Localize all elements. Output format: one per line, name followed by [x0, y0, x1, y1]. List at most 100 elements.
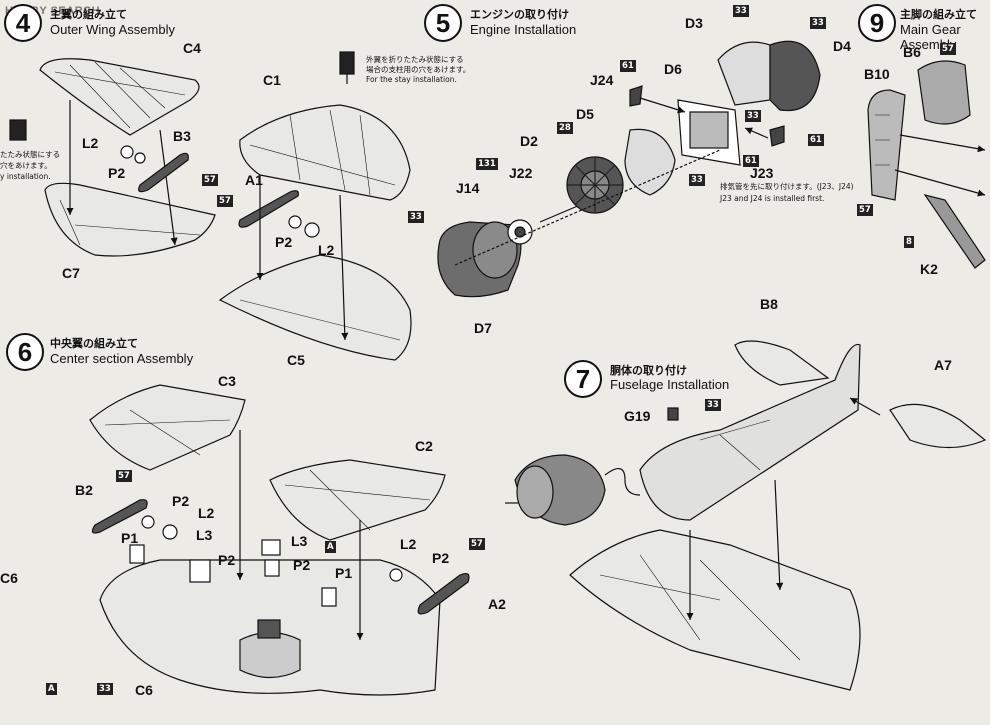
step-title-jp: 中央翼の組み立て	[50, 337, 138, 350]
part-label: C7	[62, 265, 80, 281]
paint-badge: 61	[808, 134, 824, 146]
part-label: D3	[685, 15, 703, 31]
paint-badge: 33	[745, 110, 761, 122]
paint-badge: 57	[202, 174, 218, 186]
step-title-en: Fuselage Installation	[610, 377, 730, 392]
part-label: P1	[121, 530, 139, 546]
cowling-d7	[437, 221, 522, 298]
step-number: 6	[6, 333, 44, 371]
stay-note-jp-2: 場合の支柱用の穴をあけます。	[366, 65, 471, 74]
step-title-en: Center section Assembly	[50, 351, 194, 366]
part-label: C6	[135, 682, 153, 698]
paint-badge: 57	[116, 470, 132, 482]
part-label: P2	[293, 557, 311, 573]
part-label: C5	[287, 352, 305, 368]
exhaust-note-en: J23 and J24 is installed first.	[720, 194, 825, 203]
part-label: D2	[520, 133, 538, 149]
paint-badge: 61	[620, 60, 636, 72]
paint-badge: 28	[557, 122, 573, 134]
step-title-en: Main Gear Assembly	[900, 22, 961, 52]
part-label: L3	[196, 527, 213, 543]
part-label: J22	[509, 165, 533, 181]
part-label: B6	[903, 44, 921, 60]
step-title-jp: エンジンの取り付け	[470, 8, 569, 21]
part-label: D7	[474, 320, 492, 336]
part-label: L2	[198, 505, 215, 521]
step-title-jp: 主翼の組み立て	[50, 8, 127, 21]
wing-part-c2	[269, 459, 446, 541]
part-label: A7	[934, 357, 952, 373]
center-wing-assy	[569, 529, 861, 691]
part-label: P1	[335, 565, 353, 581]
paint-badge: 57	[469, 538, 485, 550]
part-label: A2	[488, 596, 506, 612]
part-label: G19	[624, 408, 651, 424]
step-number: 9	[858, 4, 896, 42]
part-label: C4	[183, 40, 201, 56]
part-label: B3	[173, 128, 191, 144]
paint-badge: 131	[476, 158, 498, 170]
part-label: B10	[864, 66, 890, 82]
exhaust-note-jp: 排気管を先に取り付けます。(J23、J24)	[720, 182, 854, 191]
part-label: L2	[82, 135, 99, 151]
paint-badge: 33	[733, 5, 749, 17]
paint-badge: 33	[408, 211, 424, 223]
part-label: B2	[75, 482, 93, 498]
part-label: D6	[664, 61, 682, 77]
part-label: L3	[291, 533, 308, 549]
step-number: 5	[424, 4, 462, 42]
part-label: P2	[108, 165, 126, 181]
part-label: J14	[456, 180, 480, 196]
part-label: D4	[833, 38, 851, 54]
part-label: D5	[576, 106, 594, 122]
part-label: J24	[590, 72, 614, 88]
part-label: J23	[750, 165, 774, 181]
step-number: 7	[564, 360, 602, 398]
paint-badge: 33	[97, 683, 113, 695]
part-label: B8	[760, 296, 778, 312]
part-label: L2	[400, 536, 417, 552]
part-label: P2	[172, 493, 190, 509]
stay-note-en: For the stay installation.	[366, 75, 457, 84]
left-note-jp-2: 穴をあけます。	[0, 161, 52, 170]
paint-badge: 57	[857, 204, 873, 216]
step-number: 4	[4, 4, 42, 42]
step-title-jp: 胴体の取り付け	[610, 364, 687, 377]
part-label: C6	[0, 570, 18, 586]
marker-a: A	[325, 541, 336, 553]
wing-part-c4	[39, 58, 200, 136]
part-label: P2	[275, 234, 293, 250]
stay-note-jp-1: 外翼を折りたたみ状態にする	[366, 55, 464, 64]
engine-cowl-assy	[505, 454, 606, 526]
part-label: K2	[920, 261, 938, 277]
marker-a: A	[46, 683, 57, 695]
part-label: C3	[218, 373, 236, 389]
engine-d2	[566, 156, 624, 214]
left-note-en: y installation.	[0, 172, 51, 181]
paint-badge: 57	[940, 43, 956, 55]
wing-part-c3	[89, 384, 246, 471]
wing-part-c5	[218, 254, 412, 361]
step-title-en: Outer Wing Assembly	[50, 22, 175, 37]
left-note-jp-1: たたみ状態にする	[0, 150, 61, 159]
paint-badge: 8	[904, 236, 914, 248]
stab-a7	[889, 403, 987, 449]
center-lower-wing	[99, 559, 441, 696]
fuselage	[639, 343, 861, 521]
paint-badge: 33	[705, 399, 721, 411]
paint-badge: 61	[743, 155, 759, 167]
part-label: L2	[318, 242, 335, 258]
paint-badge: 33	[689, 174, 705, 186]
part-label: C1	[263, 72, 281, 88]
part-label: A1	[245, 172, 263, 188]
paint-badge: 57	[217, 195, 233, 207]
step-title-jp: 主脚の組み立て	[900, 8, 977, 21]
part-label: P2	[432, 550, 450, 566]
part-label: C2	[415, 438, 433, 454]
paint-badge: 33	[810, 17, 826, 29]
wing-part-c1	[239, 104, 411, 201]
part-label: P2	[218, 552, 236, 568]
stab-b8	[734, 340, 830, 386]
